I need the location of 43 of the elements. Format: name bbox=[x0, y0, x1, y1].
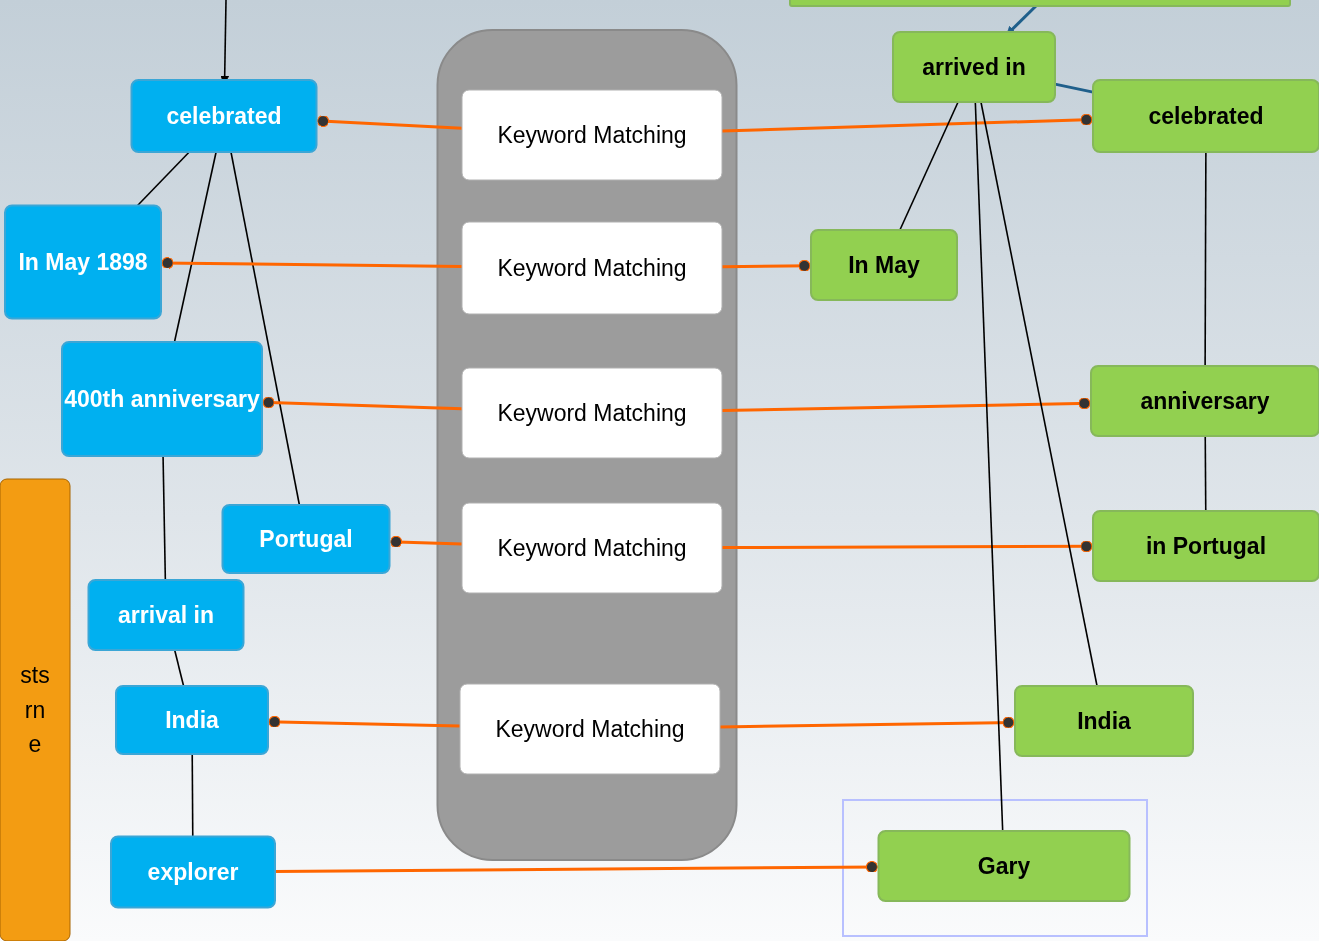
node-box: In May bbox=[810, 229, 958, 301]
connector bbox=[721, 113, 1094, 133]
node-box: in Portugal bbox=[1092, 510, 1319, 582]
connector bbox=[275, 860, 879, 874]
node-box: explorer bbox=[110, 835, 276, 909]
connector bbox=[722, 259, 811, 272]
connector bbox=[230, 151, 301, 506]
connector bbox=[316, 115, 463, 130]
connector bbox=[721, 397, 1092, 412]
node-box: 400th anniversary bbox=[61, 341, 263, 457]
node-box: anniversary bbox=[1090, 365, 1319, 437]
connector bbox=[719, 716, 1015, 729]
node-box: In May 1898 bbox=[4, 204, 162, 320]
node-box: celebrated bbox=[130, 79, 318, 153]
node-box bbox=[789, 0, 1291, 7]
node-box: Keyword Matching bbox=[461, 221, 723, 315]
node-box: Keyword Matching bbox=[461, 89, 723, 181]
node-box: Keyword Matching bbox=[461, 502, 723, 594]
connector bbox=[161, 256, 462, 270]
connector bbox=[173, 649, 185, 687]
node-box: Portugal bbox=[221, 504, 391, 574]
connector bbox=[1204, 435, 1207, 512]
connector bbox=[722, 540, 1093, 553]
node-box: Gary bbox=[877, 830, 1131, 902]
connector bbox=[173, 151, 217, 343]
connector bbox=[389, 535, 463, 548]
node-box: Keyword Matching bbox=[459, 683, 721, 775]
node-box: arrival in bbox=[87, 579, 245, 651]
node-box: arrived in bbox=[892, 31, 1056, 103]
connector bbox=[974, 101, 1004, 832]
node-box: Keyword Matching bbox=[461, 367, 723, 459]
connector bbox=[162, 455, 167, 581]
connector bbox=[899, 101, 959, 231]
node-box: celebrated bbox=[1092, 79, 1319, 153]
connector bbox=[1204, 151, 1207, 367]
cluster bbox=[436, 29, 738, 861]
connector bbox=[191, 753, 194, 838]
node-box: India bbox=[115, 685, 269, 755]
connector bbox=[980, 101, 1098, 687]
node-box: India bbox=[1014, 685, 1194, 757]
connector bbox=[136, 151, 191, 207]
node-box: sts rn e bbox=[0, 478, 71, 941]
cluster bbox=[842, 799, 1148, 937]
